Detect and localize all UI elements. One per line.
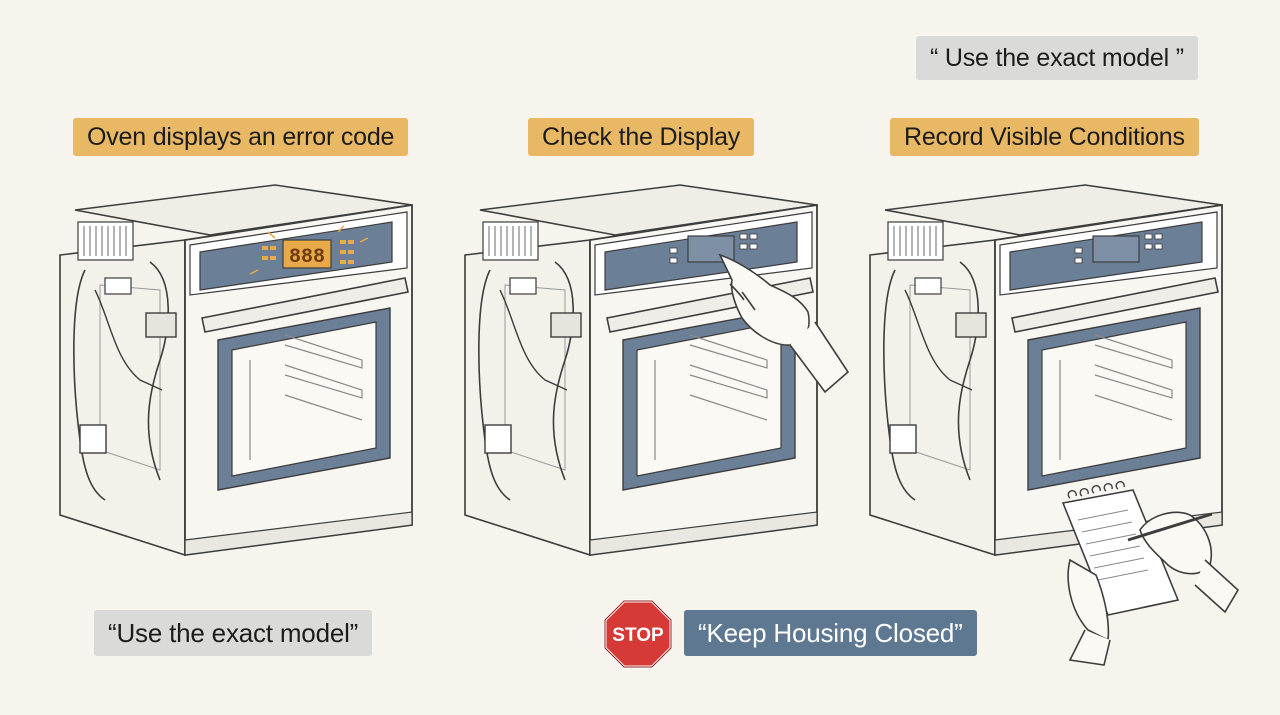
display-screen-3 (1092, 235, 1140, 263)
pointing-hand-icon (718, 253, 850, 394)
warning-keep-housing-closed: “Keep Housing Closed” (684, 610, 977, 656)
writing-hand-icon (1127, 511, 1240, 614)
step-3-title: Record Visible Conditions (890, 118, 1199, 156)
note-use-exact-model-bottom: “Use the exact model” (94, 610, 373, 656)
step-2-title: Check the Display (528, 118, 755, 156)
error-display (282, 239, 332, 269)
holding-hand-icon (1067, 558, 1111, 666)
stop-sign-icon: STOP (603, 599, 673, 669)
stop-sign-text: STOP (612, 625, 664, 646)
note-use-exact-model-top: “ Use the exact model ” (916, 36, 1198, 80)
step-1-title: Oven displays an error code (73, 118, 409, 156)
glow-rays (249, 225, 369, 275)
error-indicator-lights (262, 240, 354, 264)
error-code-digits: 888 (289, 246, 325, 269)
